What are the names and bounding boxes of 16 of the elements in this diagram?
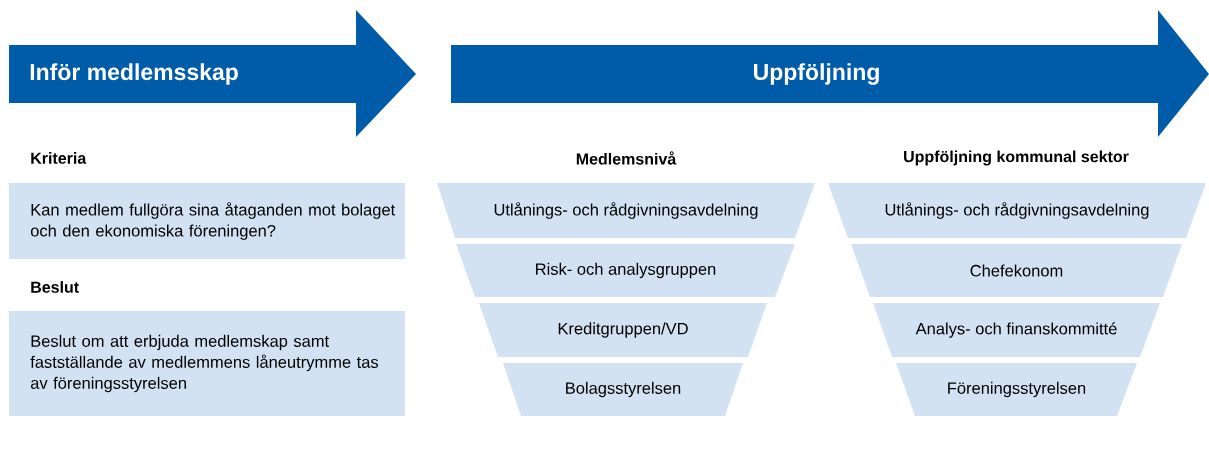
funnel-step: Analys- och finanskommitté — [873, 303, 1160, 357]
box-heading: Kriteria — [31, 152, 87, 164]
box-heading: Beslut — [31, 281, 79, 293]
funnel-step: Chefekonom — [851, 244, 1182, 297]
arrow-banner: Inför medlemsskap — [9, 10, 416, 137]
column-heading: Medlemsnivå — [576, 151, 677, 165]
arrow-banner: Uppföljning — [451, 10, 1209, 137]
funnel-step: Risk- och analysgruppen — [456, 244, 795, 297]
funnel-step: Utlånings- och rådgivningsavdelning — [437, 183, 815, 238]
column-heading: Uppföljning kommunal sektor — [904, 150, 1129, 166]
funnel-step: Utlånings- och rådgivningsavdelning — [828, 183, 1206, 238]
text-box: Beslut om att erbjuda medlemskap samt fastställande av medlemmens låneutrymme tas av föreningsstyrelsen — [9, 311, 405, 416]
text-box: Kan medlem fullgöra sina åtaganden mot bolaget och den ekonomiska föreningen? — [9, 183, 405, 259]
funnel-step: Föreningsstyrelsen — [896, 363, 1137, 416]
funnel-step: Kreditgruppen/VD — [479, 303, 767, 357]
funnel-step: Bolagsstyrelsen — [503, 363, 743, 416]
